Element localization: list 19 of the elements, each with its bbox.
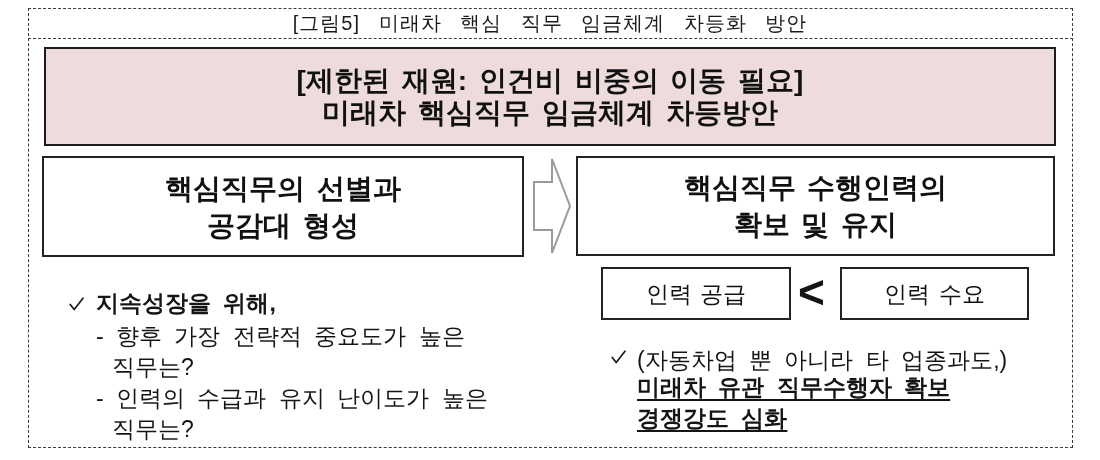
headline-text: [제한된 재원: 인건비 비중의 이동 필요] bbox=[296, 64, 804, 97]
emphasis-note: 미래차 유관 직무수행자 확보 경쟁강도 심화 bbox=[637, 373, 952, 433]
banner-panel bbox=[44, 47, 1056, 146]
process-box bbox=[576, 156, 1055, 256]
bullet-item: - 인력의 수급과 유지 난이도가 높은 직무는? bbox=[96, 384, 489, 444]
quantity-box bbox=[840, 267, 1029, 320]
process-box bbox=[42, 156, 524, 257]
block-arrow bbox=[533, 158, 572, 254]
quantity-label: 인력 공급 bbox=[645, 279, 747, 308]
quantity-box bbox=[601, 267, 791, 320]
headline-text: 미래차 핵심직무 임금체계 차등방안 bbox=[322, 96, 778, 129]
bullet-note: (자동차업 뿐 아니라 타 업종과도,) bbox=[637, 346, 1008, 375]
figure-title: [그림5] 미래차 핵심 직무 임금체계 차등화 방안 bbox=[292, 11, 808, 36]
less-than-sign: < bbox=[798, 268, 825, 316]
step-title: 핵심직무 수행인력의 확보 및 유지 bbox=[682, 171, 949, 242]
quantity-label: 인력 수요 bbox=[884, 279, 985, 308]
step-title: 핵심직무의 선별과 공감대 형성 bbox=[164, 171, 402, 243]
bullet-item: - 향후 가장 전략적 중요도가 높은 직무는? bbox=[96, 322, 466, 382]
bullet-heading: 지속성장을 위해, bbox=[96, 289, 276, 318]
